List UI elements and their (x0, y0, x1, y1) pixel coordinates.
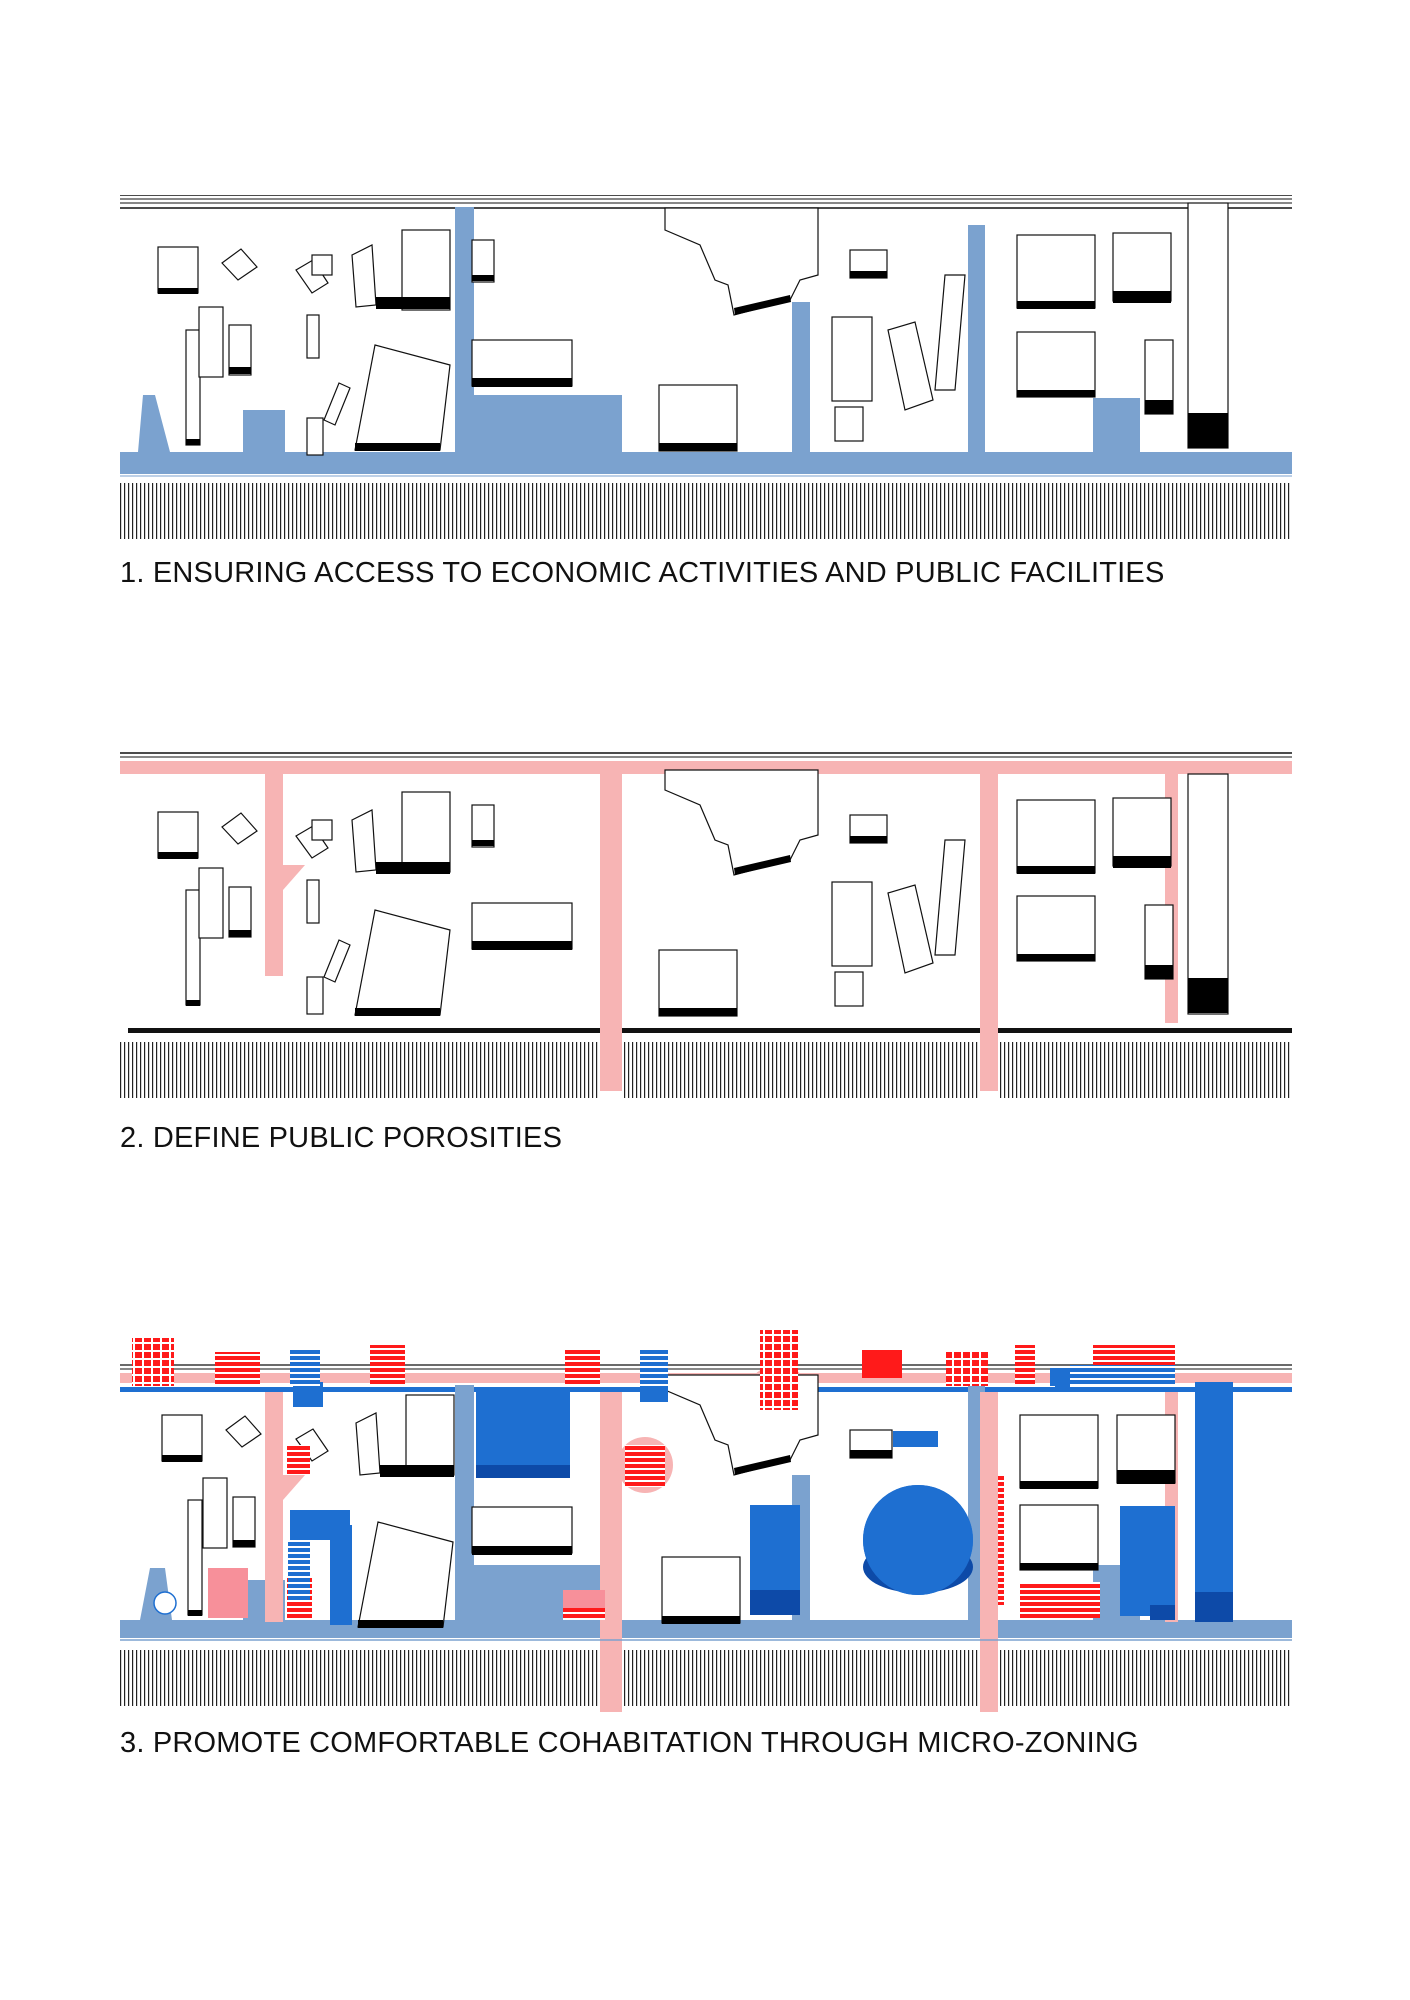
zone-dark-blue-blocks (476, 1465, 1233, 1622)
zone-dome (863, 1485, 973, 1595)
diagram-panel-porosities: 2. DEFINE PUBLIC POROSITIES (0, 750, 1410, 1170)
zone-red-blocks (132, 1330, 1175, 1620)
water-tank-icon (153, 1591, 177, 1615)
zone-blue-stripes (288, 1350, 1175, 1602)
railway-track-icon (120, 195, 1292, 209)
building-footprints (157, 202, 1229, 456)
road-edge-icon (128, 1028, 1292, 1033)
site-plan-porosities (120, 752, 1292, 1098)
zone-light-red-blocks (208, 1568, 605, 1618)
panel-caption: 1. ENSURING ACCESS TO ECONOMIC ACTIVITIE… (120, 557, 1165, 589)
road-strip-icon (120, 1650, 1292, 1706)
road-strip-icon (120, 1042, 1292, 1098)
building-footprints (157, 769, 1229, 1017)
site-plan-micro-zoning (120, 1330, 1292, 1712)
site-plan-access (120, 195, 1292, 539)
railway-track-icon (120, 752, 1292, 758)
panel-caption: 3. PROMOTE COMFORTABLE COHABITATION THRO… (120, 1727, 1139, 1759)
diagram-panel-access: 1. ENSURING ACCESS TO ECONOMIC ACTIVITIE… (0, 195, 1410, 615)
building-shadows (158, 836, 1228, 1016)
diagram-panel-micro-zoning: 3. PROMOTE COMFORTABLE COHABITATION THRO… (0, 1320, 1410, 1780)
porosity-network (120, 761, 1292, 1091)
building-shadows (162, 1450, 1175, 1628)
building-shadows (158, 271, 1228, 451)
road-strip-icon (120, 483, 1292, 539)
panel-caption: 2. DEFINE PUBLIC POROSITIES (120, 1122, 563, 1154)
